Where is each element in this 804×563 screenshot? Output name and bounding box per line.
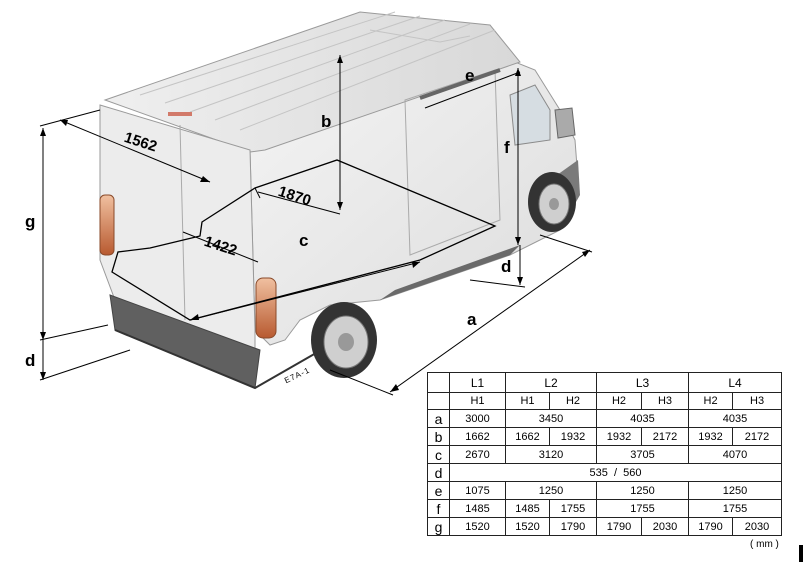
- dimensions-table: L1 L2 L3 L4 H1 H1 H2 H2 H3 H2 H3 a 3000 …: [427, 372, 783, 536]
- table-row: d 535 / 560: [427, 463, 783, 482]
- height-cell: H3: [732, 392, 783, 410]
- row-label: c: [427, 445, 450, 464]
- table-cell: 1250: [596, 481, 690, 500]
- rear-wheel: [311, 302, 377, 378]
- table-cell: 1790: [596, 517, 643, 536]
- height-cell: H1: [449, 392, 506, 410]
- length-L1: L1: [449, 372, 506, 393]
- dim-line-a: [389, 249, 591, 393]
- table-header-lengths: L1 L2 L3 L4: [427, 372, 783, 393]
- table-cell: 1790: [688, 517, 734, 536]
- height-cell: H2: [688, 392, 734, 410]
- table-cell: 3120: [504, 445, 598, 464]
- table-cell: 4035: [596, 409, 690, 428]
- front-wheel: [528, 172, 576, 232]
- dim-label-d-front: d: [501, 257, 512, 276]
- length-L2: L2: [504, 372, 598, 393]
- dim-line-wheel-arch: [182, 231, 259, 263]
- table-row: f 1485 1485 1755 1755 1755: [427, 499, 783, 518]
- row-label: f: [427, 499, 450, 518]
- row-label: a: [427, 409, 450, 428]
- dim-line-e: [424, 71, 521, 109]
- rear-lamp-right: [255, 277, 277, 339]
- table-cell: 1932: [688, 427, 734, 446]
- table-cell: 1485: [449, 499, 506, 518]
- height-cell: H2: [548, 392, 598, 410]
- rear-lamp-left: [99, 194, 115, 256]
- table-row: c 2670 3120 3705 4070: [427, 445, 783, 464]
- table-row: e 1075 1250 1250 1250: [427, 481, 783, 500]
- row-label: d: [427, 463, 450, 482]
- dim-label-b: b: [321, 112, 332, 131]
- dim-label-a: a: [467, 310, 477, 329]
- cab-window: [509, 84, 551, 146]
- table-cell: 1755: [596, 499, 690, 518]
- table-cell: 1520: [449, 517, 506, 536]
- table-cell: 3705: [596, 445, 690, 464]
- table-cell: 3450: [504, 409, 598, 428]
- unit-note: ( mm ): [750, 539, 779, 550]
- table-cell: 4035: [688, 409, 783, 428]
- table-corner-2: [427, 392, 450, 410]
- row-label: b: [427, 427, 450, 446]
- side-mirror: [554, 107, 576, 139]
- dim-label-d-rear: d: [25, 351, 36, 370]
- dim-line-c: [189, 261, 421, 321]
- table-cell: 1932: [596, 427, 643, 446]
- dim-line-floor-width: [257, 191, 341, 215]
- length-L3: L3: [596, 372, 690, 393]
- height-cell: H3: [641, 392, 690, 410]
- table-cell: 1250: [504, 481, 598, 500]
- table-cell: 2670: [449, 445, 506, 464]
- row-label: e: [427, 481, 450, 500]
- edge-mark: [799, 545, 803, 562]
- table-cell: 1790: [548, 517, 598, 536]
- table-row: a 3000 3450 4035 4035: [427, 409, 783, 428]
- table-cell: 1755: [548, 499, 598, 518]
- table-corner: [427, 372, 450, 393]
- table-cell: 1662: [449, 427, 506, 446]
- height-cell: H1: [505, 392, 550, 410]
- table-cell: 1250: [688, 481, 783, 500]
- brake-light: [168, 112, 192, 116]
- height-cell: H2: [596, 392, 643, 410]
- table-row: g 1520 1520 1790 1790 2030 1790 2030: [427, 517, 783, 536]
- table-cell: 1075: [449, 481, 506, 500]
- table-cell: 2030: [732, 517, 783, 536]
- table-cell: 2172: [641, 427, 690, 446]
- length-L4: L4: [688, 372, 783, 393]
- table-cell: 1485: [505, 499, 550, 518]
- table-header-heights: H1 H1 H2 H2 H3 H2 H3: [427, 392, 783, 410]
- row-label: g: [427, 517, 450, 536]
- dim-line-roof-width: [59, 119, 211, 183]
- table-cell: 2172: [732, 427, 783, 446]
- dim-label-f: f: [504, 138, 510, 157]
- table-cell: 2030: [641, 517, 690, 536]
- dim-label-g: g: [25, 212, 36, 231]
- table-cell: 1932: [548, 427, 598, 446]
- table-cell: 1520: [505, 517, 550, 536]
- dim-label-c: c: [299, 231, 309, 250]
- table-cell: 3000: [449, 409, 506, 428]
- table-row: b 1662 1662 1932 1932 2172 1932 2172: [427, 427, 783, 446]
- dim-label-e: e: [465, 66, 475, 85]
- table-cell: 1662: [505, 427, 550, 446]
- table-cell: 535 / 560: [448, 463, 783, 482]
- table-cell: 4070: [688, 445, 783, 464]
- table-cell: 1755: [688, 499, 783, 518]
